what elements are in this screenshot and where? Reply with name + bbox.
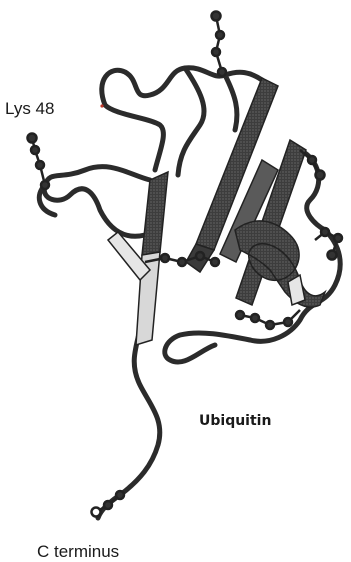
label-c-terminus: C terminus (37, 543, 119, 560)
label-ubiquitin: Ubiquitin (199, 414, 271, 428)
label-lys48: Lys 48 (5, 100, 54, 117)
lys48-marker (100, 104, 103, 107)
side-chain-top (212, 12, 227, 77)
side-chain-c-terminus (92, 491, 125, 517)
side-chain-right-upper (300, 150, 325, 180)
side-chain-lower (236, 310, 300, 329)
side-chain-lys48 (28, 134, 50, 190)
